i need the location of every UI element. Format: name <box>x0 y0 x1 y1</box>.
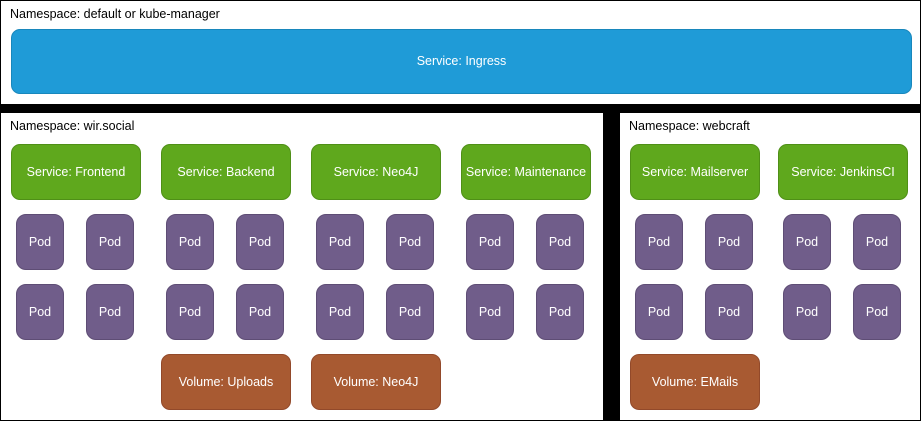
service-node-maintenance[interactable]: Service: Maintenance <box>461 144 591 200</box>
pod-node[interactable]: Pod <box>166 214 214 270</box>
pod-node[interactable]: Pod <box>705 284 753 340</box>
pod-node[interactable]: Pod <box>783 284 831 340</box>
service-node-jenkinsci[interactable]: Service: JenkinsCI <box>778 144 908 200</box>
pod-node[interactable]: Pod <box>236 284 284 340</box>
pod-node[interactable]: Pod <box>853 284 901 340</box>
service-node-neo4j[interactable]: Service: Neo4J <box>311 144 441 200</box>
service-node-backend[interactable]: Service: Backend <box>161 144 291 200</box>
pod-node[interactable]: Pod <box>705 214 753 270</box>
pod-node[interactable]: Pod <box>536 284 584 340</box>
volume-node-uploads[interactable]: Volume: Uploads <box>161 354 291 410</box>
pod-node[interactable]: Pod <box>166 284 214 340</box>
pod-node[interactable]: Pod <box>466 214 514 270</box>
pod-node[interactable]: Pod <box>236 214 284 270</box>
pod-node[interactable]: Pod <box>86 284 134 340</box>
volume-node-emails[interactable]: Volume: EMails <box>630 354 760 410</box>
pod-node[interactable]: Pod <box>536 214 584 270</box>
pod-node[interactable]: Pod <box>316 284 364 340</box>
namespace-label-default: Namespace: default or kube-manager <box>10 7 220 21</box>
pod-node[interactable]: Pod <box>853 214 901 270</box>
pod-node[interactable]: Pod <box>386 214 434 270</box>
pod-node[interactable]: Pod <box>316 214 364 270</box>
pod-node[interactable]: Pod <box>86 214 134 270</box>
namespace-panel-default: Namespace: default or kube-manager Servi… <box>0 0 921 105</box>
pod-node[interactable]: Pod <box>635 284 683 340</box>
pod-node[interactable]: Pod <box>16 214 64 270</box>
namespace-label-wir-social: Namespace: wir.social <box>10 119 135 133</box>
pod-node[interactable]: Pod <box>783 214 831 270</box>
service-node-mailserver[interactable]: Service: Mailserver <box>630 144 760 200</box>
pod-node[interactable]: Pod <box>635 214 683 270</box>
pod-node[interactable]: Pod <box>466 284 514 340</box>
pod-node[interactable]: Pod <box>16 284 64 340</box>
pod-node[interactable]: Pod <box>386 284 434 340</box>
service-node-ingress[interactable]: Service: Ingress <box>11 29 912 94</box>
namespace-label-webcraft: Namespace: webcraft <box>629 119 750 133</box>
volume-node-neo4j[interactable]: Volume: Neo4J <box>311 354 441 410</box>
service-node-frontend[interactable]: Service: Frontend <box>11 144 141 200</box>
